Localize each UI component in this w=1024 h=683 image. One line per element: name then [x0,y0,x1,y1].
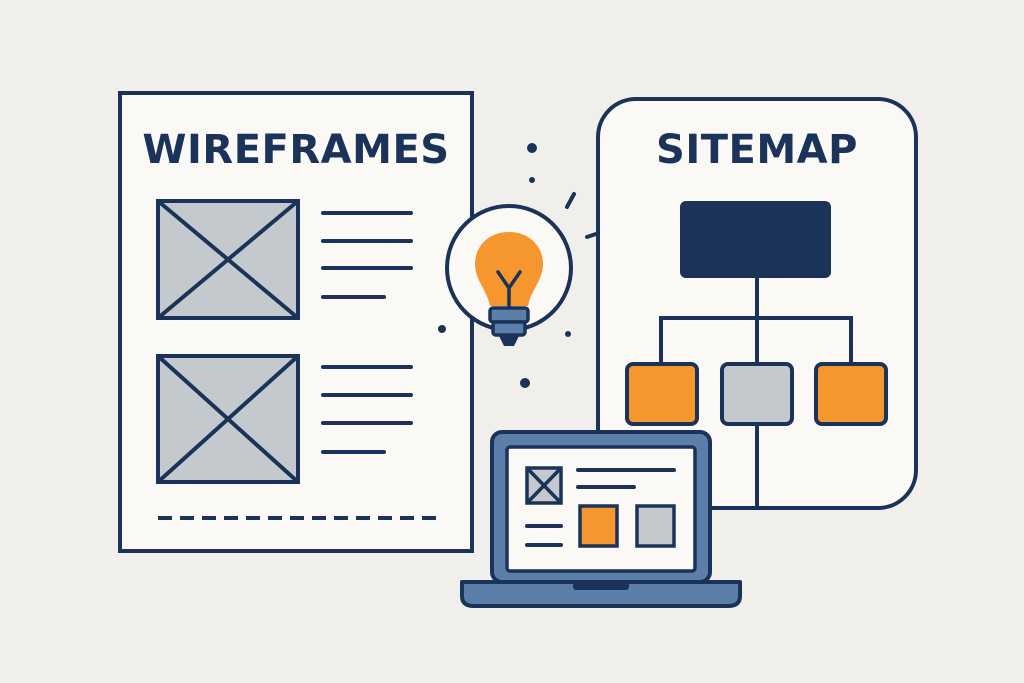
screen-orange-block [578,504,619,548]
sitemap-title: SITEMAP [656,127,858,173]
lightbulb-base [491,320,527,337]
lightbulb-tip [499,336,519,346]
spark-line [565,192,576,209]
idea-dot [520,378,530,388]
image-placeholder-icon [525,466,563,505]
lightbulb-base [488,306,530,324]
sitemap-child-node [814,362,888,426]
idea-dot [565,331,571,337]
laptop-trackpad-notch [573,582,629,590]
wireframes-document: WIREFRAMES [118,91,474,553]
wireframes-title: WIREFRAMES [142,127,449,173]
idea-dot [529,177,535,183]
image-placeholder-icon [156,354,300,484]
lightbulb-icon [438,143,604,388]
idea-dot [438,325,446,333]
screen-gray-block [635,504,676,548]
sitemap-child-node [720,362,794,426]
sitemap-root-node [680,201,831,278]
screen-text-lines [525,468,676,547]
text-lines [321,365,413,454]
sitemap-child-node [625,362,699,426]
laptop-icon [460,430,742,608]
laptop-base [460,580,742,608]
lightbulb-glass [475,232,543,306]
sitemap-tree-icon [625,201,888,508]
sitemap-card: SITEMAP [596,97,918,510]
idea-dot [527,143,537,153]
lightbulb-filament [496,270,522,308]
text-lines [321,211,413,299]
image-placeholder-icon [156,199,300,320]
